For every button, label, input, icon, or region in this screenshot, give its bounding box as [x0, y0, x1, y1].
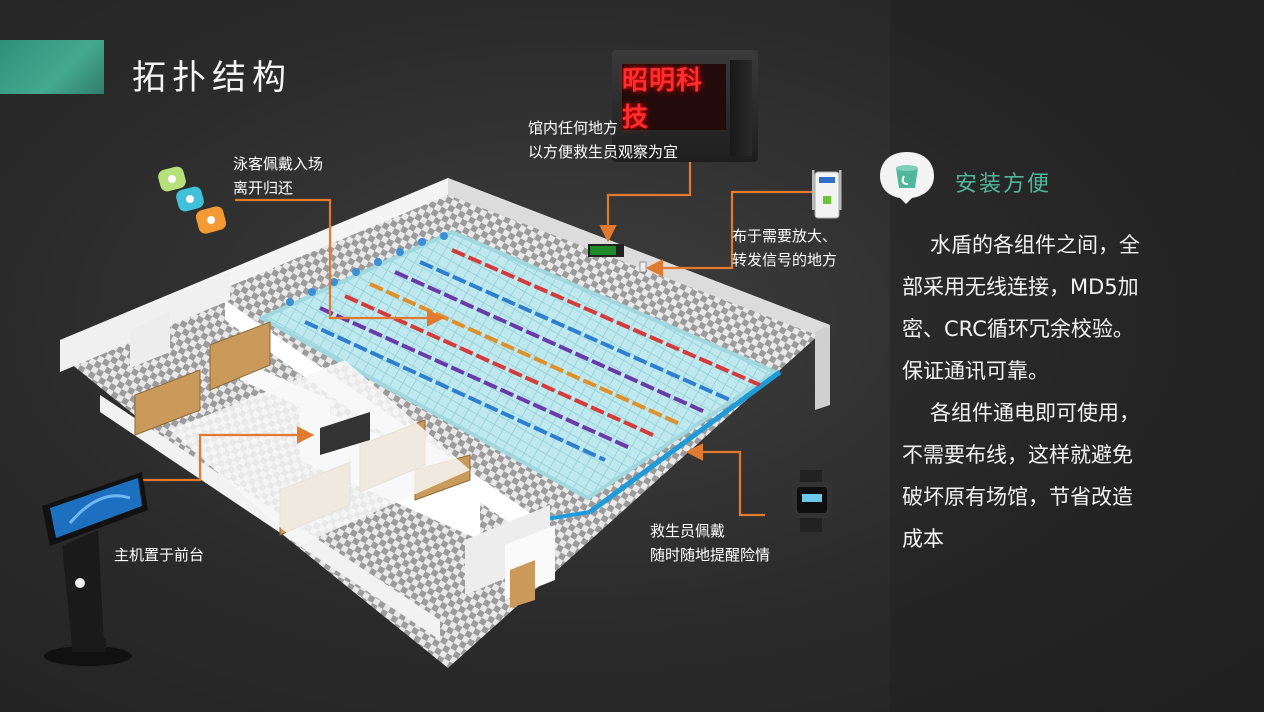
panel-paragraph-2: 各组件通电即可使用， 不需要布线，这样就避免 破坏原有场馆，节省改造 成本: [902, 401, 1140, 551]
bucket-bubble-icon: [880, 152, 934, 204]
pool-topology-illustration: [60, 160, 830, 668]
slide-title: 拓扑结构: [132, 58, 292, 98]
back-wall-right: [448, 178, 830, 340]
wifi-repeater-icon: [812, 170, 842, 219]
right-text-panel: [890, 0, 1264, 712]
callout-arrows: [130, 160, 830, 517]
floor: [60, 178, 830, 668]
led-sign-icon: 昭明科技: [612, 50, 758, 162]
led-sign-side: [730, 60, 752, 156]
led-screen: 昭明科技: [622, 64, 726, 133]
right-wall: [815, 325, 830, 410]
panel-paragraph-1: 水盾的各组件之间，全 部采用无线连接，MD5加 密、CRC循环冗余校验。 保证通…: [902, 233, 1140, 383]
wristband-tags-icon: [158, 166, 227, 234]
repeater-label: 布于需要放大、 转发信号的地方: [732, 227, 838, 269]
lane-ropes: [304, 248, 761, 462]
lifeguard-label: 救生员佩戴 随时随地提醒险情: [650, 522, 771, 564]
host-label: 主机置于前台: [114, 546, 205, 564]
wristband-label: 泳客佩戴入场 离开归还: [233, 155, 324, 197]
panel-subtitle: 安装方便: [955, 172, 1052, 197]
title-accent-bar: [0, 40, 104, 94]
smart-watch-icon: [792, 470, 832, 532]
kiosk-terminal-icon: [42, 472, 148, 666]
led-sign-label: 馆内任何地方 以方便救生员观察为宜: [528, 119, 679, 161]
